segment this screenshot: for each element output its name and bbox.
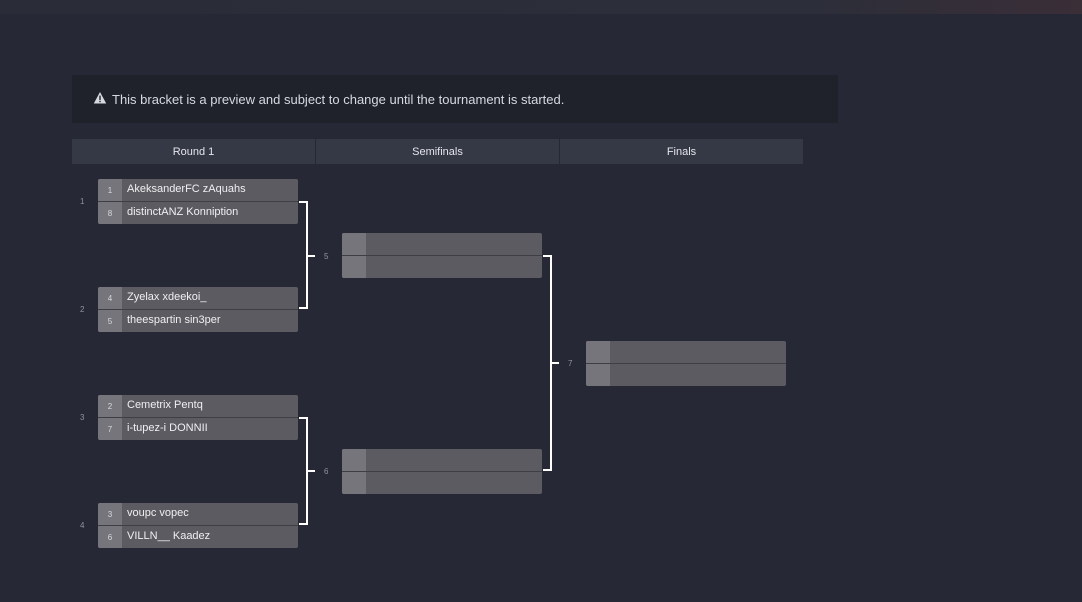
player-slot[interactable] bbox=[586, 364, 786, 386]
player-name: VILLN__ Kaadez bbox=[127, 530, 211, 542]
slot-divider bbox=[98, 201, 298, 202]
preview-notice: This bracket is a preview and subject to… bbox=[72, 75, 838, 123]
seed-badge: 4 bbox=[98, 287, 122, 309]
player-slot[interactable]: 1 AkeksanderFC zAquahs bbox=[98, 179, 298, 201]
top-bar bbox=[0, 0, 1082, 14]
player-slot[interactable]: 5 theespartin sin3per bbox=[98, 310, 298, 332]
player-slot[interactable]: 4 Zyelax xdeekoi_ bbox=[98, 287, 298, 309]
connector-match-5-6 bbox=[543, 255, 552, 471]
round-header-finals: Finals bbox=[560, 139, 803, 164]
slot-divider bbox=[586, 363, 786, 364]
connector-match-1-2 bbox=[299, 201, 308, 309]
round-header-semifinals: Semifinals bbox=[316, 139, 559, 164]
player-name: theespartin sin3per bbox=[127, 314, 221, 326]
seed-badge: 3 bbox=[98, 503, 122, 525]
seed-badge bbox=[586, 341, 610, 363]
match-3[interactable]: 2 Cemetrix Pentq 7 i-tupez-i DONNII bbox=[98, 395, 298, 440]
player-slot[interactable]: 2 Cemetrix Pentq bbox=[98, 395, 298, 417]
player-slot[interactable] bbox=[342, 233, 542, 255]
player-slot[interactable] bbox=[342, 449, 542, 471]
player-slot[interactable] bbox=[342, 472, 542, 494]
player-slot[interactable]: 6 VILLN__ Kaadez bbox=[98, 526, 298, 548]
seed-badge bbox=[342, 472, 366, 494]
match-number: 7 bbox=[568, 359, 573, 368]
seed-badge: 6 bbox=[98, 526, 122, 548]
round-header-round-1: Round 1 bbox=[72, 139, 315, 164]
player-name: i-tupez-i DONNII bbox=[127, 422, 208, 434]
slot-divider bbox=[98, 417, 298, 418]
slot-divider bbox=[342, 255, 542, 256]
seed-badge bbox=[586, 364, 610, 386]
match-number: 2 bbox=[80, 305, 85, 314]
player-slot[interactable]: 8 distinctANZ Konniption bbox=[98, 202, 298, 224]
seed-badge bbox=[342, 233, 366, 255]
player-slot[interactable] bbox=[586, 341, 786, 363]
seed-badge: 5 bbox=[98, 310, 122, 332]
slot-divider bbox=[98, 309, 298, 310]
connector-match-3-4 bbox=[299, 417, 308, 525]
round-headers: Round 1 Semifinals Finals bbox=[72, 139, 803, 164]
player-slot[interactable]: 3 voupc vopec bbox=[98, 503, 298, 525]
match-number: 3 bbox=[80, 413, 85, 422]
match-number: 6 bbox=[324, 467, 329, 476]
player-slot[interactable] bbox=[342, 256, 542, 278]
seed-badge: 7 bbox=[98, 418, 122, 440]
match-5[interactable] bbox=[342, 233, 542, 278]
notice-text: This bracket is a preview and subject to… bbox=[112, 92, 565, 107]
seed-badge: 2 bbox=[98, 395, 122, 417]
player-name: Cemetrix Pentq bbox=[127, 399, 203, 411]
player-name: voupc vopec bbox=[127, 507, 189, 519]
match-number: 5 bbox=[324, 252, 329, 261]
match-number: 4 bbox=[80, 521, 85, 530]
slot-divider bbox=[342, 471, 542, 472]
seed-badge: 8 bbox=[98, 202, 122, 224]
warning-icon bbox=[93, 92, 107, 104]
player-slot[interactable]: 7 i-tupez-i DONNII bbox=[98, 418, 298, 440]
match-6[interactable] bbox=[342, 449, 542, 494]
match-2[interactable]: 4 Zyelax xdeekoi_ 5 theespartin sin3per bbox=[98, 287, 298, 332]
player-name: Zyelax xdeekoi_ bbox=[127, 291, 207, 303]
seed-badge bbox=[342, 256, 366, 278]
player-name: distinctANZ Konniption bbox=[127, 206, 239, 218]
match-number: 1 bbox=[80, 197, 85, 206]
match-7[interactable] bbox=[586, 341, 786, 386]
match-4[interactable]: 3 voupc vopec 6 VILLN__ Kaadez bbox=[98, 503, 298, 548]
seed-badge: 1 bbox=[98, 179, 122, 201]
match-1[interactable]: 1 AkeksanderFC zAquahs 8 distinctANZ Kon… bbox=[98, 179, 298, 224]
slot-divider bbox=[98, 525, 298, 526]
seed-badge bbox=[342, 449, 366, 471]
player-name: AkeksanderFC zAquahs bbox=[127, 183, 246, 195]
